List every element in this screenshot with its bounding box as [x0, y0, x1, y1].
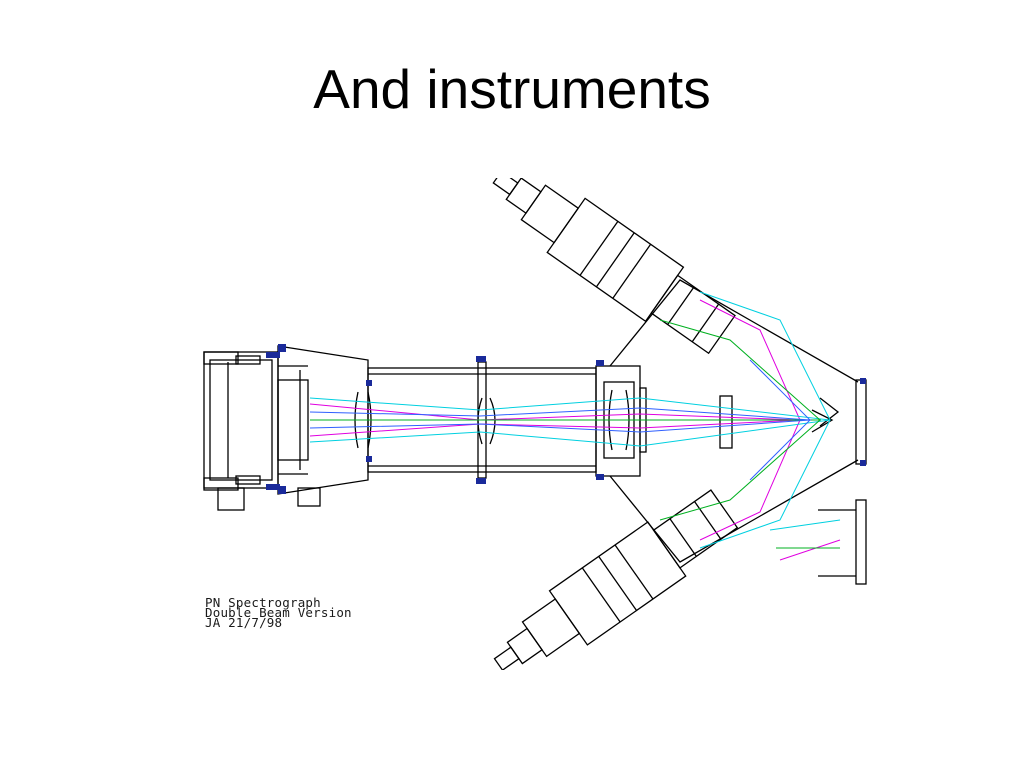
slide-title: And instruments — [313, 58, 711, 120]
central-grism — [595, 365, 733, 477]
slit-unit — [203, 351, 321, 511]
ray-bundles — [309, 291, 841, 561]
lower-camera-arm — [493, 489, 739, 670]
mounting-hardware — [266, 344, 866, 494]
drawing-caption: PN Spectrograph Double Beam Version JA 2… — [205, 595, 352, 630]
beam-splitter — [609, 279, 867, 563]
upper-camera-arm — [492, 178, 736, 355]
fold-mirror — [818, 499, 867, 585]
caption-line: PN Spectrograph — [205, 595, 321, 610]
caption-line: JA 21/7/98 — [205, 615, 283, 630]
caption-line: Double Beam Version — [205, 605, 352, 620]
spectrograph-drawing — [203, 178, 867, 670]
